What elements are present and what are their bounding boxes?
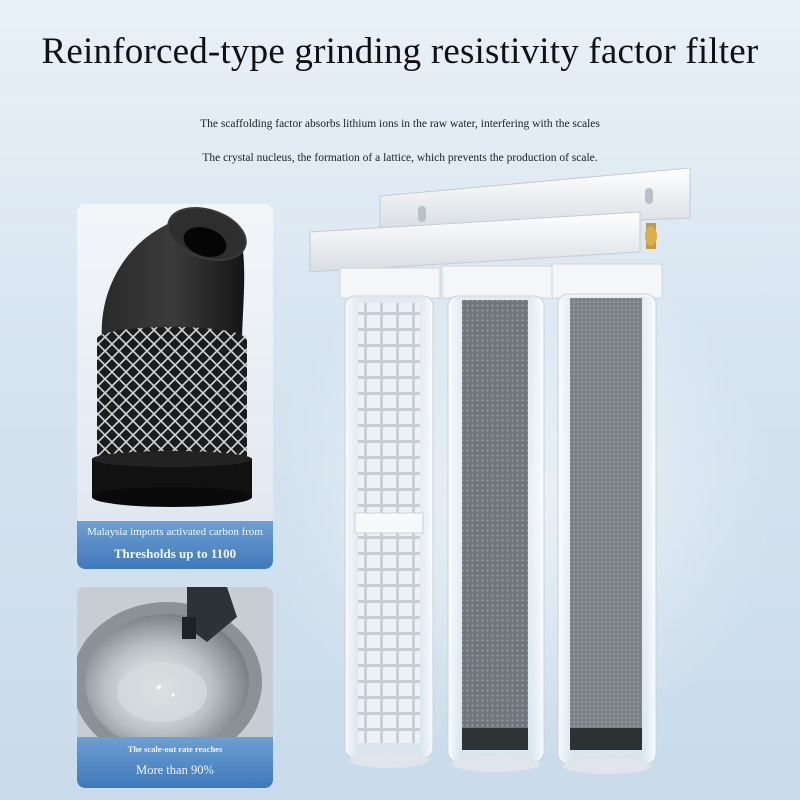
kettle-caption-banner: The scale-out rate reaches More than 90% — [77, 737, 273, 788]
carbon-caption-line-2: Thresholds up to 1100 — [113, 546, 237, 561]
stainless-kettle-interior-image — [77, 587, 273, 747]
filter-housing-2 — [447, 295, 545, 772]
kettle-caption-line-1: The scale-out rate reaches — [127, 744, 223, 754]
kettle-caption-line-2: More than 90% — [136, 763, 214, 777]
carbon-filter-panel: Malaysia imports activated carbon from T… — [77, 204, 273, 569]
carbon-caption-banner: Malaysia imports activated carbon from T… — [77, 521, 273, 569]
page-title: Reinforced-type grinding resistivity fac… — [41, 31, 759, 72]
subtitle-line-2: The crystal nucleus, the formation of a … — [202, 152, 598, 164]
carbon-caption-line-1: Malaysia imports activated carbon from — [87, 526, 263, 538]
kettle-interior-panel: The scale-out rate reaches More than 90% — [77, 587, 273, 788]
subtitle-line-1: The scaffolding factor absorbs lithium i… — [200, 118, 600, 130]
filter-housing-1 — [344, 295, 434, 768]
triple-filter-housing-image — [309, 168, 691, 774]
carbon-filter-cartridge-image — [92, 207, 252, 507]
filter-housing-3 — [557, 293, 657, 774]
